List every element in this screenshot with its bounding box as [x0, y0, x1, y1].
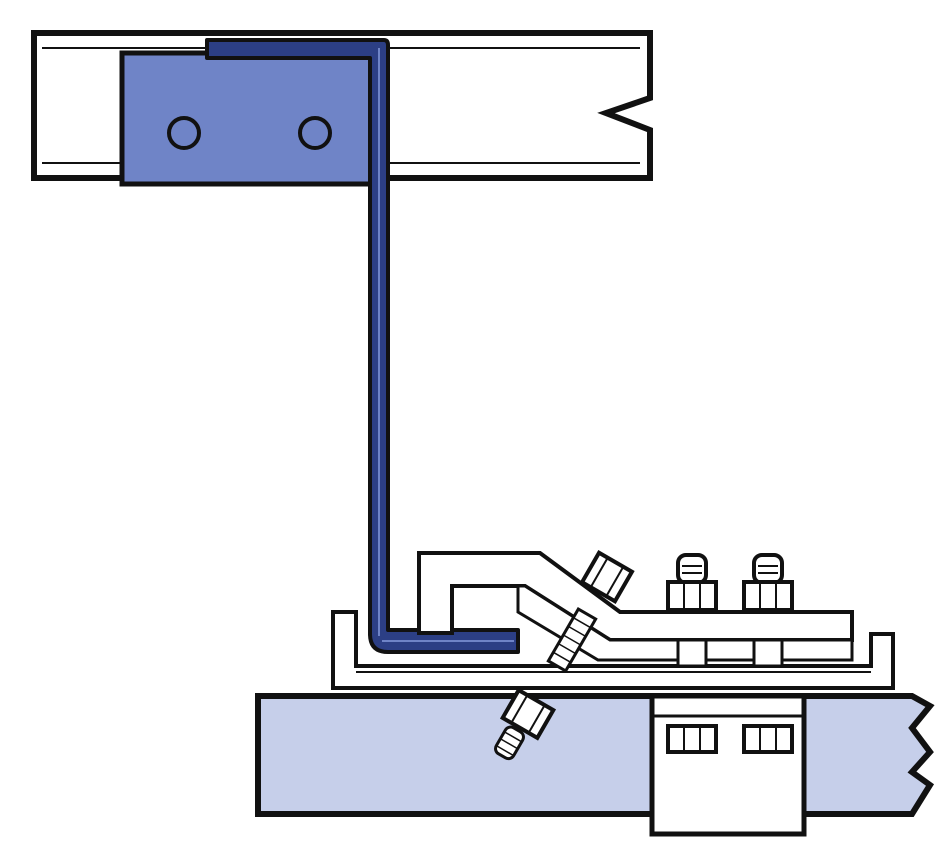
- vertical-bolt-left: [666, 553, 718, 668]
- bracket-hole-right: [298, 116, 332, 150]
- vertical-bolt-right: [742, 553, 794, 668]
- bracket-hole-left: [167, 116, 201, 150]
- lower-beam: [255, 693, 935, 817]
- upper-bracket: [119, 50, 375, 187]
- tilted-bolt: [494, 550, 635, 761]
- tilted-bolt-shank-upper: [546, 606, 598, 674]
- lower-clamp-block: [649, 693, 807, 837]
- clamp-plate: [331, 610, 895, 690]
- tilted-bolt-lower-nut: [499, 687, 557, 741]
- lower-nut-right: [742, 724, 794, 754]
- vertical-bolts: [666, 553, 794, 668]
- tilted-bolt-upper-nut: [579, 550, 635, 604]
- lower-nut-left: [666, 724, 718, 754]
- tilted-bolt-shank-lower: [494, 725, 525, 761]
- hanger-rod: [205, 38, 520, 654]
